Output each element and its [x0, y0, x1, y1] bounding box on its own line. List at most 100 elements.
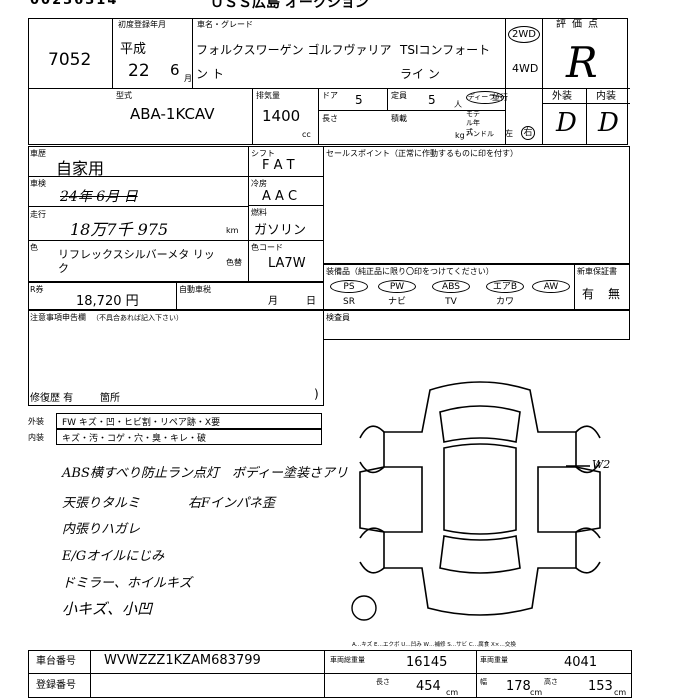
hand-line-3: 右Fインパネ歪: [188, 496, 276, 511]
ac-value: A A C: [262, 189, 298, 204]
footer-block: [28, 650, 632, 698]
reg-month: 6: [170, 61, 180, 79]
check-row-1: [56, 413, 322, 429]
recycle-value: 18,720 円: [76, 294, 139, 309]
cc-unit: cc: [302, 130, 311, 139]
notes-sub: （不具合あれば記入下さい）: [92, 314, 183, 322]
car-outline: [383, 381, 577, 616]
auction-name: ＵＳＳ広島 オークション: [210, 0, 369, 11]
equipment-item-3[interactable]: エアB: [486, 280, 524, 293]
windshield: [439, 405, 521, 443]
model-year-label: モデル年式: [466, 110, 480, 136]
equipment-item-2[interactable]: ABS: [432, 280, 470, 293]
check-row-2: [56, 429, 322, 445]
tax-label: 自動車税: [179, 285, 211, 294]
left-wheel-rear: [359, 527, 385, 574]
right-wheel-front: [575, 425, 601, 474]
tax-day: 日: [306, 296, 316, 307]
recolor-label: 色替: [226, 258, 242, 267]
fuel-label: 燃料: [251, 208, 267, 217]
kg-unit: kg: [455, 131, 465, 140]
books-no: 無: [608, 287, 621, 301]
check-row-2-text: キズ・汚・コゲ・穴・臭・キレ・破: [62, 434, 207, 444]
reg-era: 平成: [120, 42, 147, 57]
recycle-label: R券: [30, 285, 44, 294]
f-width-unit: cm: [530, 688, 543, 697]
f-length-label: 長さ: [376, 678, 390, 686]
equipment-label: 装備品（純正品に限り〇印をつけてください）: [326, 267, 494, 276]
score-label: 評価点: [556, 19, 604, 30]
handle-right[interactable]: 右: [521, 126, 535, 140]
tax-month: 月: [268, 296, 278, 307]
f-width-label: 幅: [480, 678, 487, 686]
mileage-label: 走行: [30, 210, 46, 219]
seats-unit: 人: [454, 100, 462, 109]
km-unit: km: [226, 226, 239, 235]
lot-number: 7052: [48, 50, 92, 70]
hand-line-6: ドミラー、ホイルキズ: [62, 576, 192, 591]
chassis-value: WVWZZZ1KZAM683799: [104, 653, 261, 668]
repair-bracket-end: ): [314, 387, 319, 401]
f-height-unit: cm: [614, 688, 627, 697]
reg-label: 登録番号: [36, 680, 76, 691]
equipment-item-4[interactable]: AW: [532, 280, 570, 293]
equipment-item-6[interactable]: ナビ: [387, 297, 406, 307]
left-side-line: [359, 466, 385, 533]
hand-line-4: 内張りハガレ: [62, 522, 141, 537]
equipment-item-7[interactable]: TV: [445, 297, 457, 307]
equipment-item-5[interactable]: SR: [343, 297, 355, 307]
model-value: ABA-1KCAV: [130, 105, 215, 123]
doors-value: 5: [355, 93, 363, 107]
weight-value: 16145: [406, 655, 448, 670]
color-code-label: 色コード: [251, 243, 283, 252]
hand-line-2: 天張りタルミ: [62, 496, 141, 511]
f-height-label: 高さ: [544, 678, 558, 686]
books-yes: 有: [582, 287, 595, 301]
handle-left: 左: [505, 129, 513, 138]
right-side-line: [575, 466, 601, 533]
shift-value: F A T: [262, 158, 295, 173]
drive-2wd[interactable]: 2WD: [508, 26, 540, 43]
f-width-value: 178: [506, 679, 531, 694]
car-grade: TSIコンフォートライ ン: [400, 43, 491, 81]
drive-4wd[interactable]: 4WD: [512, 62, 539, 75]
check-head-2: 内装: [28, 433, 44, 442]
check-head-1: 外装: [28, 417, 44, 426]
f-length-unit: cm: [446, 688, 459, 697]
chassis-label: 車台番号: [36, 656, 76, 667]
fuel-value: ガソリン: [254, 223, 307, 238]
interior-label: 内装: [596, 91, 616, 102]
seats-value: 5: [428, 93, 436, 107]
reg-year: 22: [128, 61, 150, 81]
roof: [443, 443, 517, 535]
usage-value: 自家用: [56, 159, 105, 178]
top-block: [28, 18, 628, 145]
mileage-value: 18万7千 975: [70, 220, 169, 239]
length-label: 長さ: [322, 114, 338, 123]
right-wheel-rear: [575, 527, 601, 574]
color-value: リフレックスシルバーメタ リック: [58, 248, 215, 275]
shift-label: シフト: [251, 149, 275, 158]
reg-month-unit: 月: [184, 74, 192, 83]
doors-label: ドア: [322, 91, 338, 100]
parallel-label: 並行: [492, 93, 508, 102]
dealer-oval[interactable]: ディーラー: [466, 91, 504, 104]
exterior-label: 外装: [552, 91, 572, 102]
car-diagram: [351, 381, 601, 621]
sales-points-block: [323, 146, 630, 264]
legend: A…キズ E…エクボ U…凹み W…補修 S…サビ C…腐食 X×…交換: [352, 642, 516, 648]
repair-label: 修復歴 有: [30, 393, 74, 404]
hand-line-5: E/Gオイルにじみ: [62, 549, 165, 564]
car-name-label: 車名・グレード: [197, 20, 253, 29]
equipment-item-8[interactable]: カワ: [495, 297, 514, 307]
spare-tire: [351, 595, 377, 621]
handle-label: ハンドル: [466, 130, 494, 138]
notes-label: 注意事項申告欄: [30, 313, 86, 322]
equipment-item-1[interactable]: PW: [378, 280, 416, 293]
top-id: 00236314: [30, 0, 119, 8]
equipment-item-0[interactable]: PS: [330, 280, 368, 293]
displacement-value: 1400: [262, 107, 301, 125]
car-name: フォルクスワーゲン ゴルフヴァリアン ト: [196, 43, 392, 81]
hand-line-7: 小キズ、小凹: [62, 600, 153, 618]
notes-block: [28, 310, 324, 406]
